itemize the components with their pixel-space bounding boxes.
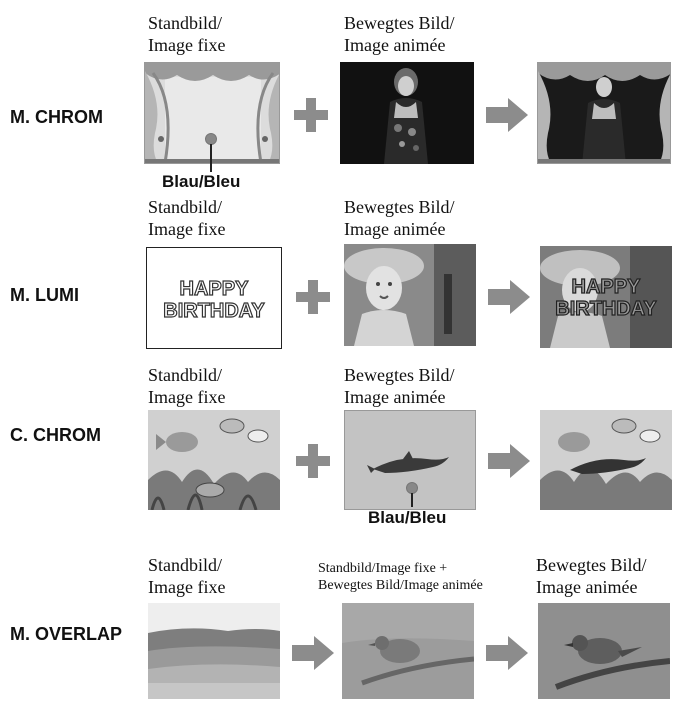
label-line: Image fixe <box>148 387 226 407</box>
plus-icon <box>296 280 330 314</box>
row4-mixed-label: Standbild/Image fixe + Bewegtes Bild/Ima… <box>318 560 483 594</box>
arrow-icon <box>486 98 528 132</box>
row2-moving-label: Bewegtes Bild/ Image animée <box>344 196 455 240</box>
birthday-line: BIRTHDAY <box>555 297 658 320</box>
dolphin-moving-image <box>344 410 476 510</box>
lumi-result-image: HAPPY BIRTHDAY <box>540 246 672 348</box>
label-line: Standbild/ <box>148 365 223 385</box>
row4-still-label: Standbild/ Image fixe <box>148 554 225 598</box>
blue-label: Blau/Bleu <box>162 172 241 191</box>
arrow-icon <box>488 444 530 478</box>
c-chrom-result-image <box>540 410 672 510</box>
arrow-icon <box>292 636 334 670</box>
fish-still-image <box>148 410 280 510</box>
label-line: Image animée <box>344 219 446 239</box>
mode-label-m-chrom: M. CHROM <box>10 107 103 127</box>
callout-line <box>210 144 212 172</box>
label-line: Image animée <box>536 577 638 597</box>
label-line: Image fixe <box>148 219 226 239</box>
girl-moving-image <box>344 244 476 346</box>
overlap-mixed-image <box>342 603 474 699</box>
label-line: Standbild/ <box>148 13 223 33</box>
mode-label-c-chrom: C. CHROM <box>10 425 101 445</box>
label-line: Image animée <box>344 387 446 407</box>
birthday-text: HAPPY BIRTHDAY <box>147 277 281 322</box>
plus-icon <box>296 444 330 478</box>
row3-moving-label: Bewegtes Bild/ Image animée <box>344 364 455 408</box>
row2-still-label: Standbild/ Image fixe <box>148 196 225 240</box>
blue-label: Blau/Bleu <box>368 508 447 527</box>
birthday-line: BIRTHDAY <box>163 299 266 322</box>
landscape-still-image <box>148 603 280 699</box>
label-line: Standbild/ <box>148 555 223 575</box>
birthday-line: HAPPY <box>571 275 641 298</box>
label-line: Bewegtes Bild/ <box>536 555 647 575</box>
birthday-line: HAPPY <box>179 277 249 300</box>
bird-moving-image <box>538 603 670 699</box>
mode-label-m-overlap: M. OVERLAP <box>10 624 123 644</box>
label-line: Image fixe <box>148 577 226 597</box>
chroma-result-image <box>537 62 671 164</box>
birthday-overlay-text: HAPPY BIRTHDAY <box>540 275 672 320</box>
curtain-still-image <box>144 62 280 164</box>
label-line: Bewegtes Bild/ <box>344 197 455 217</box>
label-line: Standbild/ <box>148 197 223 217</box>
label-line: Bewegtes Bild/ <box>344 365 455 385</box>
label-line: Standbild/Image fixe + <box>318 561 448 576</box>
callout-line <box>411 493 413 507</box>
row4-moving-label: Bewegtes Bild/ Image animée <box>536 554 647 598</box>
row1-moving-label: Bewegtes Bild/ Image animée <box>344 12 455 56</box>
arrow-icon <box>488 280 530 314</box>
woman-moving-image <box>340 62 474 164</box>
row1-still-label: Standbild/ Image fixe <box>148 12 225 56</box>
label-line: Image animée <box>344 35 446 55</box>
mode-label-m-lumi: M. LUMI <box>10 285 79 305</box>
birthday-still-image: HAPPY BIRTHDAY <box>146 247 282 349</box>
label-line: Bewegtes Bild/Image animée <box>318 578 483 593</box>
label-line: Bewegtes Bild/ <box>344 13 455 33</box>
arrow-icon <box>486 636 528 670</box>
plus-icon <box>294 98 328 132</box>
row3-still-label: Standbild/ Image fixe <box>148 364 225 408</box>
label-line: Image fixe <box>148 35 226 55</box>
